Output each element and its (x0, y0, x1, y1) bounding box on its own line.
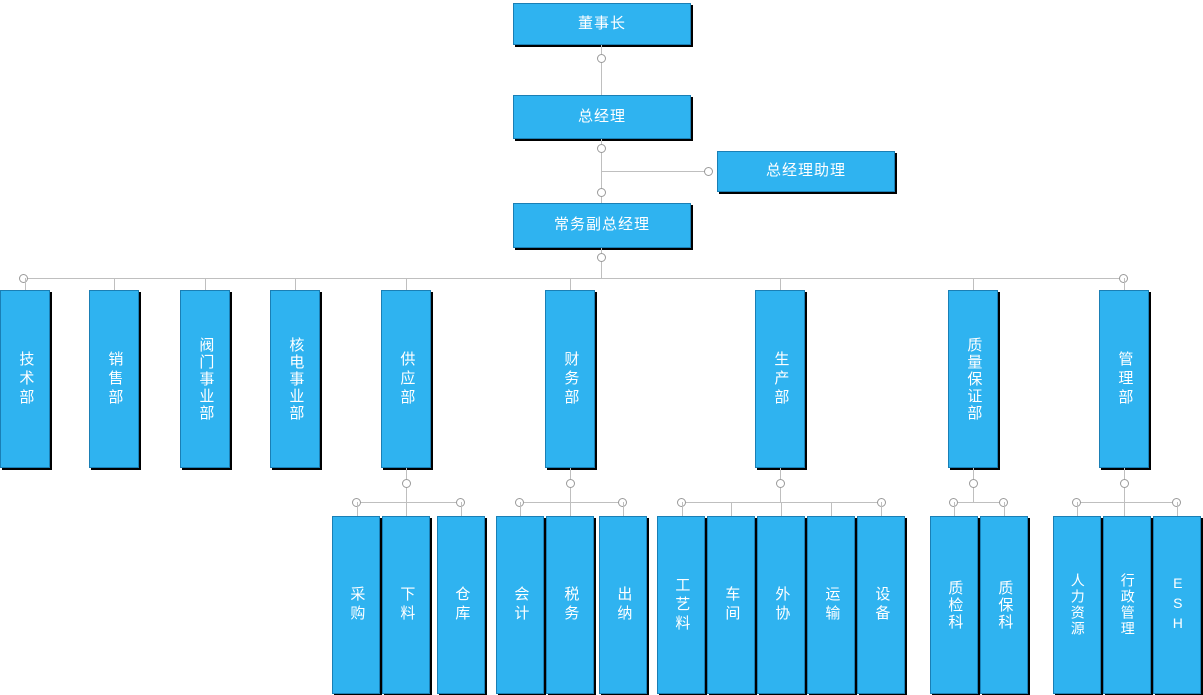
node-gm-assistant[interactable]: 总经理助理 (717, 151, 895, 192)
drop-dept-6 (570, 278, 571, 290)
node-general-manager[interactable]: 总经理 (513, 95, 691, 139)
drop-production-child-3 (781, 502, 782, 516)
connector-dot-gm-assistant (704, 167, 713, 176)
drop-dept-4 (295, 278, 296, 290)
drop-management-child-3 (1177, 502, 1178, 516)
connector-dot-production-left (677, 498, 686, 507)
node-department-quality-assurance[interactable]: 质量保证部 (948, 290, 998, 468)
drop-management-child-1 (1077, 502, 1078, 516)
connector-dot-supply-drop (402, 479, 411, 488)
node-management-hr[interactable]: 人力资源 (1053, 516, 1101, 694)
drop-production-child-5 (881, 502, 882, 516)
node-department-technology[interactable]: 技术部 (0, 290, 50, 468)
node-chairman[interactable]: 董事长 (513, 3, 691, 45)
node-management-administration[interactable]: 行政管理 (1103, 516, 1151, 694)
connector-dot-finance-left (515, 498, 524, 507)
node-finance-cashier[interactable]: 出纳 (599, 516, 647, 694)
department-bus-line (25, 278, 1125, 279)
quality-sub-bus (954, 502, 1004, 503)
drop-supply-child-2 (406, 502, 407, 516)
node-quality-inspection[interactable]: 质检科 (930, 516, 978, 694)
connector-chairman-gm (601, 45, 602, 95)
connector-dot-supply-right (456, 498, 465, 507)
node-production-equipment[interactable]: 设备 (857, 516, 905, 694)
node-executive-deputy-gm[interactable]: 常务副总经理 (513, 203, 691, 248)
connector-dot-management-left (1072, 498, 1081, 507)
node-production-process[interactable]: 工艺料 (657, 516, 705, 694)
connector-dot-supply-left (352, 498, 361, 507)
node-supply-warehouse[interactable]: 仓库 (437, 516, 485, 694)
drop-supply-child-3 (461, 502, 462, 516)
connector-deputy-bus (601, 248, 602, 278)
drop-dept-7 (780, 278, 781, 290)
drop-production-child-2 (731, 502, 732, 516)
connector-dot-deputy-bus (597, 253, 606, 262)
drop-dept-5 (406, 278, 407, 290)
node-production-workshop[interactable]: 车间 (707, 516, 755, 694)
connector-dot-bus-right (1119, 274, 1128, 283)
drop-management-child-2 (1124, 502, 1125, 516)
node-production-transport[interactable]: 运输 (807, 516, 855, 694)
node-department-management[interactable]: 管理部 (1099, 290, 1149, 468)
drop-quality-child-2 (1004, 502, 1005, 516)
connector-dot-bus-left (19, 274, 28, 283)
node-department-production[interactable]: 生产部 (755, 290, 805, 468)
connector-dot-quality-left (949, 498, 958, 507)
node-management-esh[interactable]: ESH (1153, 516, 1201, 694)
node-supply-purchasing[interactable]: 采购 (332, 516, 380, 694)
drop-dept-8 (973, 278, 974, 290)
management-sub-bus (1077, 502, 1177, 503)
node-department-nuclear-division[interactable]: 核电事业部 (270, 290, 320, 468)
connector-dot-quality-drop (969, 479, 978, 488)
connector-dot-management-drop (1120, 479, 1129, 488)
drop-dept-2 (114, 278, 115, 290)
connector-dot-chairman-gm (597, 54, 606, 63)
drop-finance-child-2 (570, 502, 571, 516)
drop-quality-child-1 (954, 502, 955, 516)
node-finance-tax[interactable]: 税务 (546, 516, 594, 694)
drop-production-child-1 (682, 502, 683, 516)
node-department-finance[interactable]: 财务部 (545, 290, 595, 468)
drop-dept-1 (25, 278, 26, 290)
production-sub-bus (682, 502, 882, 503)
node-finance-accounting[interactable]: 会计 (496, 516, 544, 694)
connector-dot-gm-bottom (597, 188, 606, 197)
drop-dept-9 (1124, 278, 1125, 290)
node-supply-cutting[interactable]: 下料 (382, 516, 430, 694)
node-department-sales[interactable]: 销售部 (89, 290, 139, 468)
connector-gm-assistant (601, 171, 711, 172)
connector-dot-finance-right (618, 498, 627, 507)
connector-dot-gm-top (597, 144, 606, 153)
connector-dot-finance-drop (566, 479, 575, 488)
finance-sub-bus (520, 502, 623, 503)
drop-production-child-4 (831, 502, 832, 516)
node-quality-assurance-section[interactable]: 质保科 (980, 516, 1028, 694)
connector-dot-management-right (1172, 498, 1181, 507)
connector-dot-production-drop (776, 479, 785, 488)
drop-supply-child-1 (357, 502, 358, 516)
connector-dot-quality-right (999, 498, 1008, 507)
node-department-supply[interactable]: 供应部 (381, 290, 431, 468)
drop-finance-child-1 (520, 502, 521, 516)
node-department-valve-division[interactable]: 阀门事业部 (180, 290, 230, 468)
supply-sub-bus (357, 502, 461, 503)
drop-finance-child-3 (623, 502, 624, 516)
drop-dept-3 (205, 278, 206, 290)
node-production-outsourcing[interactable]: 外协 (757, 516, 805, 694)
